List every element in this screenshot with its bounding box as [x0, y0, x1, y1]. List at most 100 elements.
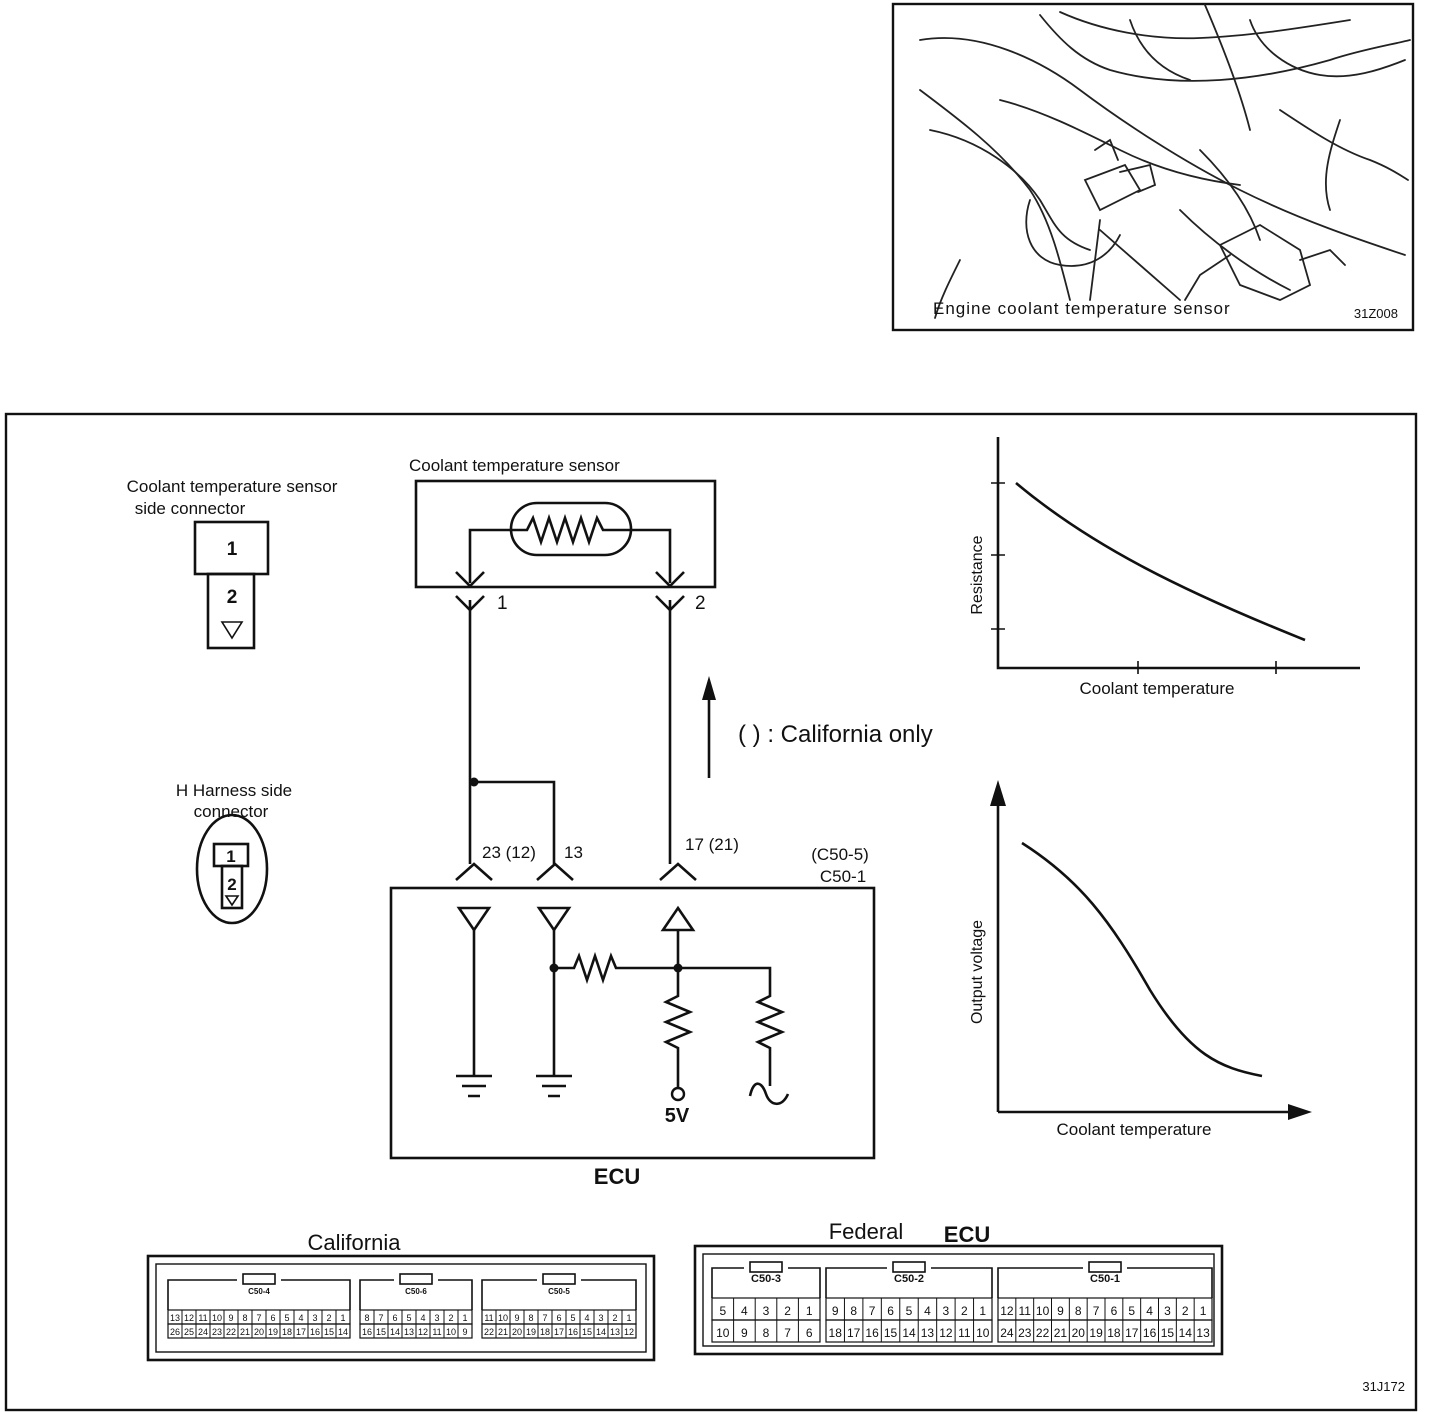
pin-number: 11	[1019, 1304, 1032, 1318]
pin-number: 10	[976, 1326, 990, 1340]
pin-number: 24	[198, 1327, 208, 1337]
pin-number: 6	[806, 1326, 813, 1340]
sensor-connector-label-line2: side connector	[135, 499, 246, 518]
sensor-side-connector: Coolant temperature sensor side connecto…	[127, 477, 338, 650]
pin-number: 2	[1182, 1304, 1189, 1318]
pin-number: 5	[719, 1304, 726, 1318]
pin-number: 22	[484, 1327, 494, 1337]
pin-number: 18	[540, 1327, 550, 1337]
sensor-pin2-label: 2	[695, 593, 706, 614]
pin-number: 13	[1196, 1326, 1210, 1340]
key-triangle-icon	[220, 621, 244, 640]
california-connector-frame	[146, 1254, 656, 1362]
connector-name: C50-3	[751, 1273, 781, 1285]
pin-number: 1	[626, 1313, 631, 1323]
pin-number: 20	[512, 1327, 522, 1337]
connector-name: C50-6	[405, 1287, 427, 1296]
pin-number: 3	[943, 1304, 950, 1318]
pin-number: 16	[362, 1327, 372, 1337]
resistance-ylabel: Resistance	[969, 535, 986, 614]
pin-number: 7	[256, 1313, 261, 1323]
pin-number: 8	[242, 1313, 247, 1323]
pin-number: 9	[741, 1326, 748, 1340]
pin-number: 6	[270, 1313, 275, 1323]
pin-number: 17	[847, 1326, 861, 1340]
pin-number: 24	[1000, 1326, 1014, 1340]
resistance-curve	[1015, 482, 1306, 642]
sensor-schematic: Coolant temperature sensor 1 2	[409, 456, 717, 614]
pin-number: 16	[310, 1327, 320, 1337]
pin-number: 5	[1128, 1304, 1135, 1318]
sensor-pin1-label: 1	[497, 593, 508, 614]
pin-number: 15	[1161, 1326, 1175, 1340]
sensor-connector-pin2: 2	[227, 587, 238, 608]
pin-number: 14	[596, 1327, 606, 1337]
pin-number: 8	[528, 1313, 533, 1323]
pin-number: 4	[741, 1304, 748, 1318]
pin-number: 3	[1164, 1304, 1171, 1318]
pin-number: 8	[850, 1304, 857, 1318]
voltage-xlabel: Coolant temperature	[1057, 1120, 1212, 1139]
pin-number: 3	[763, 1304, 770, 1318]
connector-name: C50-2	[894, 1273, 924, 1285]
pin-number: 9	[228, 1313, 233, 1323]
pin-number: 10	[498, 1313, 508, 1323]
harness-connector-pin2: 2	[227, 875, 236, 894]
voltage-ylabel: Output voltage	[969, 920, 986, 1024]
pin-number: 2	[612, 1313, 617, 1323]
pin-number: 7	[378, 1313, 383, 1323]
pin-number: 1	[806, 1304, 813, 1318]
pin-number: 23	[1018, 1326, 1032, 1340]
x-axis-arrow-icon	[1288, 1104, 1312, 1120]
pin-number: 2	[784, 1304, 791, 1318]
terminal-17-label: 17 (21)	[685, 835, 739, 854]
harness-side-connector: H Harness side connector 1 2	[176, 781, 292, 925]
pin-number: 14	[1179, 1326, 1193, 1340]
pin-number: 3	[434, 1313, 439, 1323]
pin-number: 15	[884, 1326, 898, 1340]
pin-number: 1	[340, 1313, 345, 1323]
pin-number: 16	[1143, 1326, 1157, 1340]
voltage-graph: Output voltage Coolant temperature	[969, 780, 1312, 1139]
pin-number: 21	[240, 1327, 250, 1337]
pin-number: 22	[1036, 1326, 1050, 1340]
pin-number: 21	[1054, 1326, 1068, 1340]
pin-number: 17	[554, 1327, 564, 1337]
connector-name: C50-5	[548, 1287, 570, 1296]
harness-connector-pin1: 1	[226, 847, 235, 866]
pin-number: 4	[1146, 1304, 1153, 1318]
pin-number: 9	[1057, 1304, 1064, 1318]
pin-number: 1	[1200, 1304, 1207, 1318]
pin-number: 1	[462, 1313, 467, 1323]
pin-number: 8	[364, 1313, 369, 1323]
main-frame	[4, 412, 1418, 1412]
resistance-graph: Resistance Coolant temperature	[969, 437, 1360, 698]
pin-number: 22	[226, 1327, 236, 1337]
pin-number: 13	[610, 1327, 620, 1337]
connector-c50-5-label: (C50-5)	[811, 845, 869, 864]
sensor-connector-pin1: 1	[227, 539, 238, 560]
photo-caption: Engine coolant temperature sensor	[933, 299, 1231, 318]
pin-number: 13	[170, 1313, 180, 1323]
pin-number: 4	[420, 1313, 425, 1323]
wiring: 23 (12) 13 17 (21) ( ) : California only…	[455, 600, 933, 886]
pin-number: 23	[212, 1327, 222, 1337]
pin-number: 8	[1075, 1304, 1082, 1318]
pin-number: 25	[184, 1327, 194, 1337]
terminal-23-label: 23 (12)	[482, 843, 536, 862]
pin-number: 9	[832, 1304, 839, 1318]
pin-number: 12	[418, 1327, 428, 1337]
key-triangle-icon	[224, 895, 240, 907]
ground-icon	[456, 1074, 492, 1098]
pin-number: 5	[570, 1313, 575, 1323]
pin-number: 26	[170, 1327, 180, 1337]
ecu-label: ECU	[594, 1164, 640, 1189]
pin-number: 4	[298, 1313, 303, 1323]
pin-number: 2	[326, 1313, 331, 1323]
pin-number: 21	[498, 1327, 508, 1337]
pin-number: 13	[404, 1327, 414, 1337]
input-triangle-icon	[456, 906, 492, 933]
